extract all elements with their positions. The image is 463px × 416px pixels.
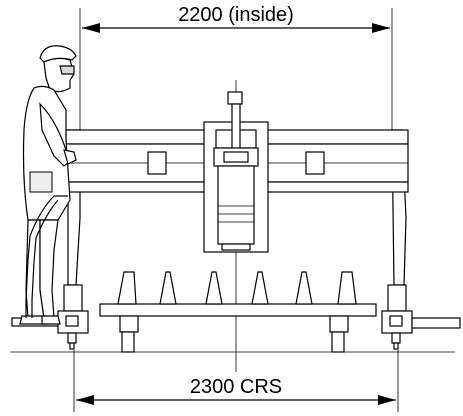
top-label-backdrop	[155, 4, 315, 26]
right-leg-lower	[387, 284, 407, 312]
beam-block-right	[305, 151, 325, 175]
operator-hand	[63, 149, 77, 165]
right-foot-bolt	[389, 315, 403, 327]
table-support-right	[331, 331, 345, 353]
ram-rod	[231, 103, 241, 153]
cone-2	[159, 271, 177, 305]
right-rail-extension	[411, 317, 461, 329]
operator-leg-right	[39, 219, 59, 319]
left-foot-pin	[67, 332, 77, 344]
guard-rail	[25, 195, 68, 318]
bottom-arrow-right-icon	[378, 395, 396, 405]
ram-tip	[221, 243, 251, 251]
right-foot-pin	[391, 332, 401, 344]
bottom-dimension: 2300 CRS	[73, 350, 399, 412]
cone-3	[205, 271, 223, 305]
guard-rail-curve-outer	[25, 195, 55, 318]
operator-figure	[19, 45, 77, 325]
right-foot-tip	[393, 342, 399, 350]
bottom-arrow-left-icon	[76, 395, 94, 405]
ram-collar-inner	[223, 151, 249, 163]
left-leg-lower	[63, 284, 83, 312]
top-dimension-label: 2200 (inside)	[178, 4, 294, 26]
table-top	[99, 303, 377, 317]
bottom-dimension-label: 2300 CRS	[190, 376, 282, 398]
top-arrow-left-icon	[82, 23, 100, 33]
cone-1	[117, 271, 137, 305]
left-foot-tip	[69, 342, 75, 350]
carriage-assembly	[203, 91, 269, 253]
operator-head	[43, 57, 75, 93]
ram-body	[217, 165, 255, 245]
guard-rail-curve-inner	[31, 199, 59, 318]
cone-6	[337, 271, 357, 305]
beam-block-left	[147, 151, 167, 175]
table-wheel-housing-left	[119, 315, 139, 333]
operator-goggles-icon	[59, 65, 75, 75]
work-table	[99, 271, 377, 353]
top-dimension: 2200 (inside)	[79, 4, 393, 130]
top-arrow-right-icon	[372, 23, 390, 33]
cone-5	[295, 271, 313, 305]
table-wheel-housing-right	[329, 315, 349, 333]
left-foot-bolt	[65, 315, 79, 327]
bottom-label-backdrop	[175, 376, 297, 398]
cone-4	[251, 271, 269, 305]
operator-boot-right	[41, 315, 61, 325]
table-support-left	[121, 331, 135, 353]
ram-cap	[227, 91, 243, 105]
operator-pocket	[29, 171, 53, 193]
